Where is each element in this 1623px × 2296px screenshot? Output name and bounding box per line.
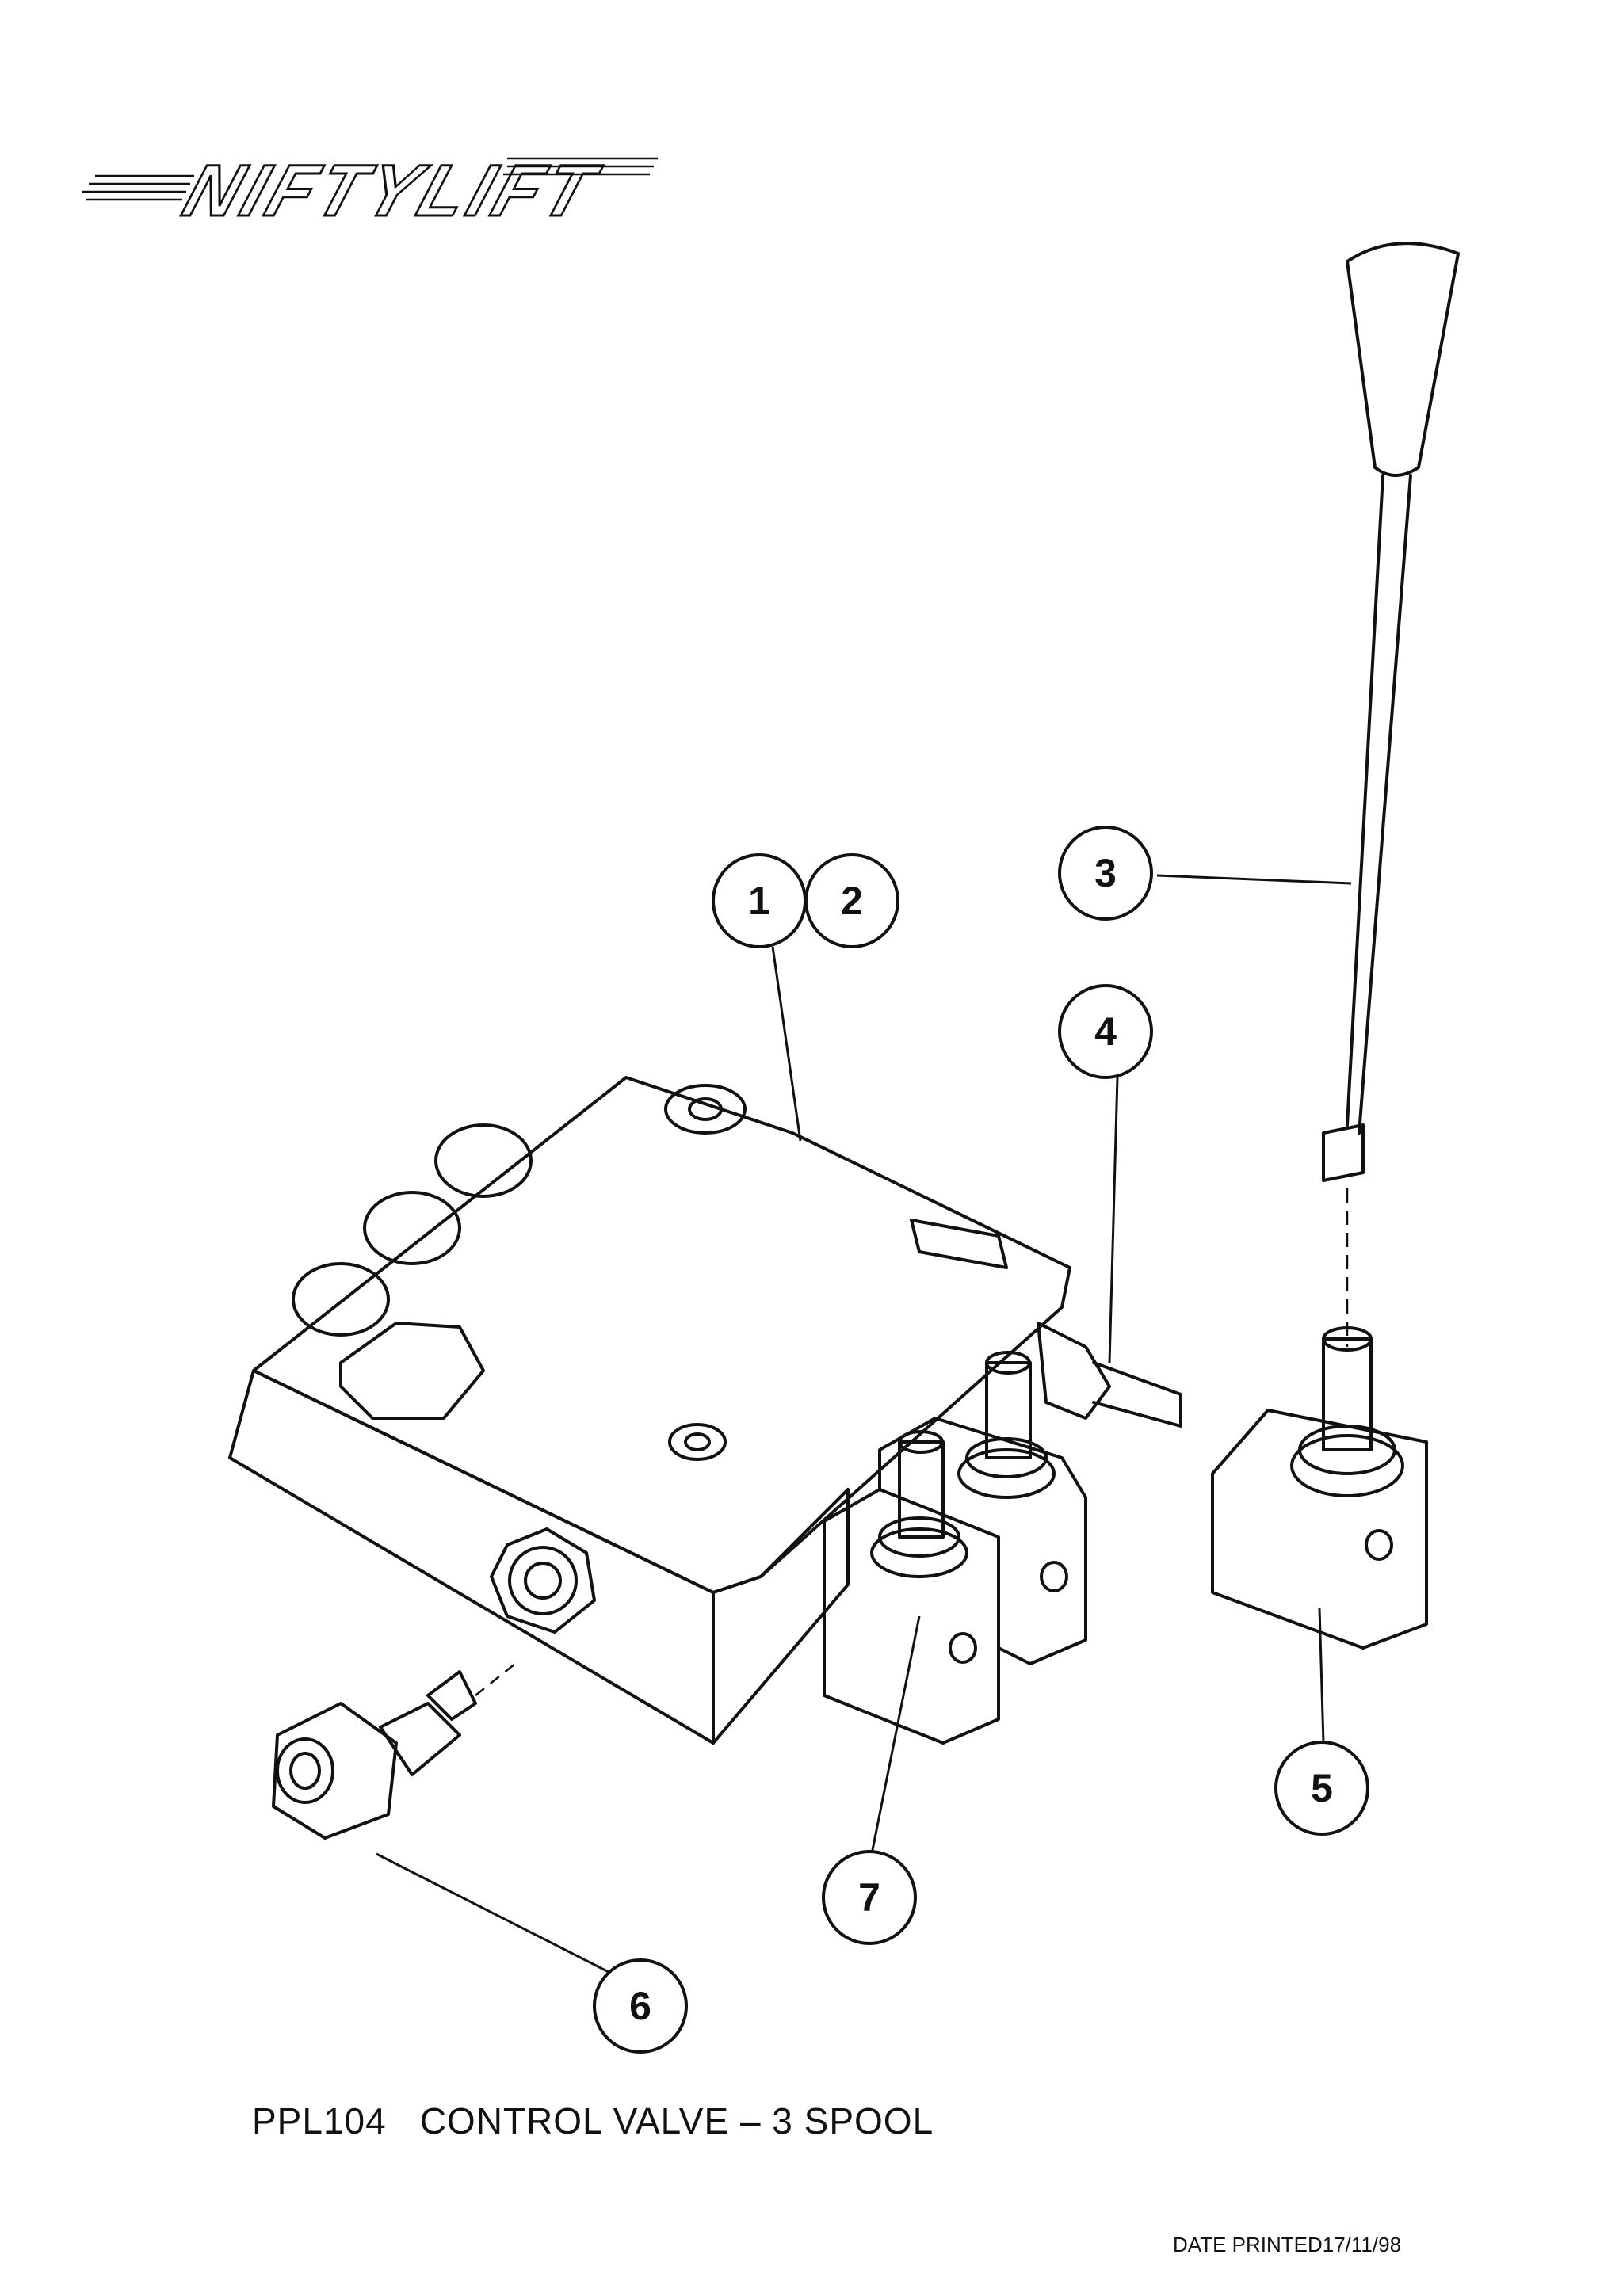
leader-lines	[376, 874, 1352, 1974]
callout-7: 7	[822, 1850, 917, 1945]
svg-text:2: 2	[841, 879, 863, 923]
svg-text:5: 5	[1311, 1766, 1333, 1810]
part-code: PPL104	[252, 2100, 387, 2142]
callout-5: 5	[1274, 1741, 1369, 1836]
lever-box	[1211, 1326, 1428, 1650]
svg-text:6: 6	[629, 1984, 651, 2028]
callout-3: 3	[1058, 826, 1153, 921]
svg-text:1: 1	[748, 879, 770, 923]
date-printed: DATE PRINTED17/11/98	[1173, 2233, 1402, 2256]
callout-6: 6	[593, 1958, 688, 2054]
svg-text:7: 7	[858, 1875, 880, 1920]
hose-fitting	[272, 1663, 516, 1840]
drawing-caption: PPL104 CONTROL VALVE – 3 SPOOL	[252, 2100, 967, 2142]
lever-handle	[1322, 242, 1460, 1347]
callout-4: 4	[1058, 984, 1153, 1079]
callout-2: 2	[804, 853, 899, 948]
niftylift-logo: NIFTYLIFT	[82, 150, 658, 233]
valve-body	[228, 1076, 1182, 1745]
callout-1: 1	[712, 853, 807, 948]
svg-text:NIFTYLIFT: NIFTYLIFT	[174, 151, 609, 231]
svg-text:4: 4	[1094, 1009, 1117, 1054]
spool-sections	[823, 1351, 1087, 1745]
svg-text:3: 3	[1094, 851, 1117, 895]
drawing-title: CONTROL VALVE – 3 SPOOL	[419, 2100, 934, 2142]
